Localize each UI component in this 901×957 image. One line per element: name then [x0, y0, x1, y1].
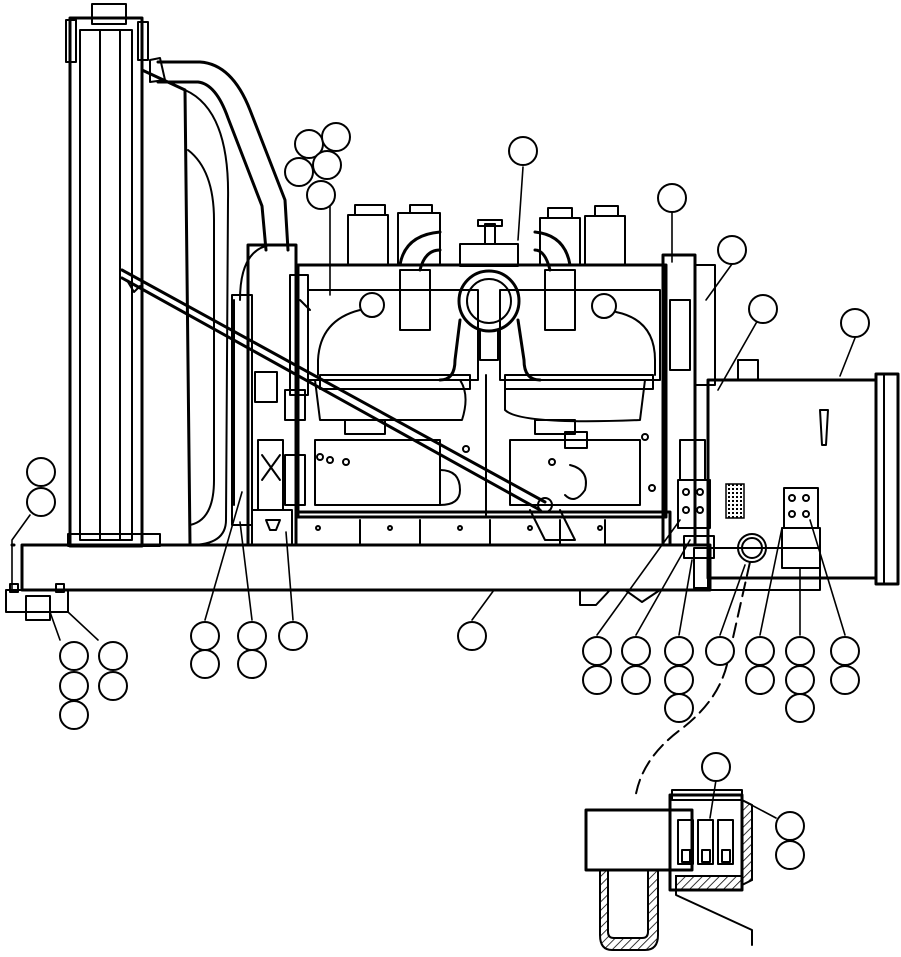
callout-balloon: [321, 122, 351, 152]
callout-balloon: [98, 641, 128, 671]
callout-balloon: [705, 636, 735, 666]
callout-balloon: [26, 487, 56, 517]
coolant-pipe-upper: [156, 60, 291, 506]
callout-balloon: [840, 308, 870, 338]
callout-balloon: [830, 665, 860, 695]
callout-balloon: [717, 235, 747, 265]
callout-balloon: [775, 811, 805, 841]
callout-balloon: [701, 752, 731, 782]
callout-balloon: [621, 636, 651, 666]
callout-balloon: [59, 671, 89, 701]
callout-balloon: [664, 693, 694, 723]
callout-balloon: [785, 665, 815, 695]
callout-balloon: [664, 665, 694, 695]
callout-balloon: [745, 665, 775, 695]
callout-balloon: [284, 157, 314, 187]
callout-balloon: [748, 294, 778, 324]
flywheel-housing: [661, 253, 716, 589]
base-frame: [5, 543, 821, 621]
engine-block: [294, 204, 672, 547]
callout-balloon: [237, 649, 267, 679]
callout-balloons: [26, 122, 870, 870]
callout-balloon: [98, 671, 128, 701]
oil-dipstick-tube: [120, 268, 576, 541]
callout-balloon: [190, 649, 220, 679]
callout-balloon: [278, 621, 308, 651]
callout-balloon: [830, 636, 860, 666]
callout-balloon: [785, 636, 815, 666]
callout-balloon: [26, 457, 56, 487]
generator: [706, 359, 900, 586]
callout-balloon: [775, 840, 805, 870]
detail-view: [584, 561, 753, 951]
callout-balloon: [190, 621, 220, 651]
callout-balloon: [508, 136, 538, 166]
radiator: [65, 3, 230, 548]
engine-front-accessories: [231, 243, 311, 547]
callout-balloon: [745, 636, 775, 666]
callout-balloon: [59, 641, 89, 671]
callout-balloon: [621, 665, 651, 695]
callout-balloon: [306, 180, 336, 210]
callout-balloon: [664, 636, 694, 666]
callout-balloon: [582, 636, 612, 666]
callout-balloon: [312, 150, 342, 180]
callout-balloon: [785, 693, 815, 723]
callout-balloon: [657, 183, 687, 213]
callout-balloon: [457, 621, 487, 651]
callout-balloon: [237, 621, 267, 651]
callout-balloon: [59, 700, 89, 730]
leader-lines: [11, 166, 856, 819]
callout-balloon: [582, 665, 612, 695]
